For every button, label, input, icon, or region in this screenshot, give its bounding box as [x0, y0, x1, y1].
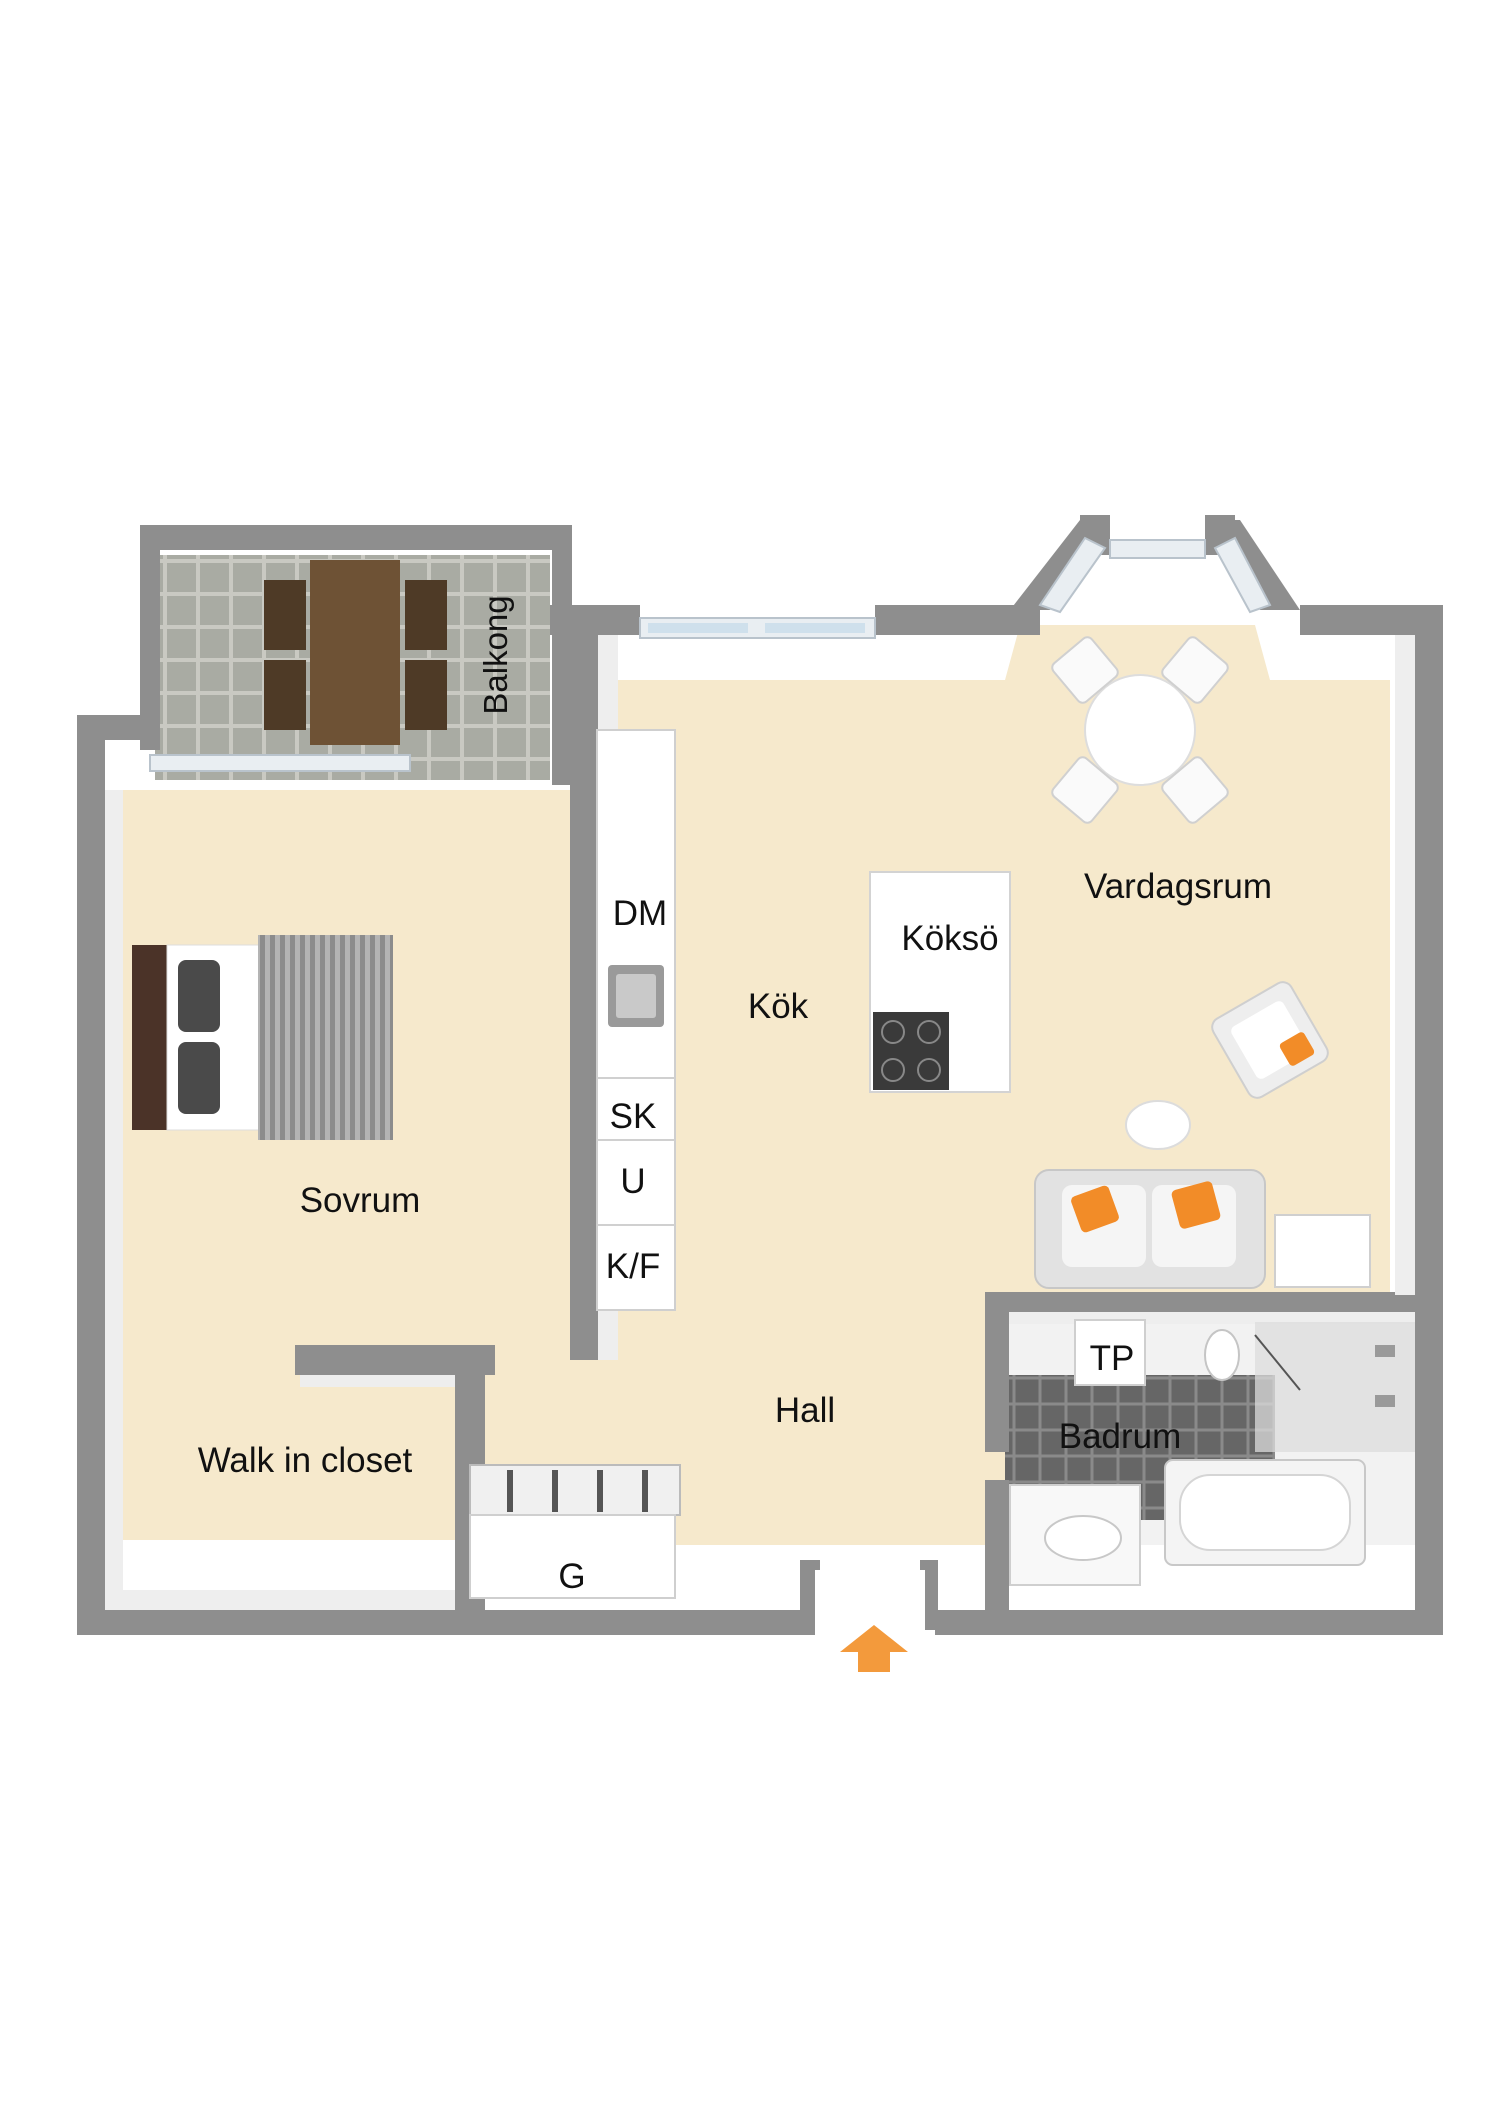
label-sovrum: Sovrum	[300, 1181, 421, 1220]
label-badrum: Badrum	[1059, 1417, 1182, 1456]
wall-balkong-top	[140, 525, 570, 550]
dining-set-round	[1051, 636, 1229, 824]
label-kok: Kök	[748, 987, 809, 1026]
wall-kitchen-partition	[570, 625, 598, 1360]
window-icon	[149, 754, 411, 772]
stove-icon	[873, 1012, 949, 1090]
shower-icon	[1254, 1322, 1415, 1452]
bath-sink-icon	[1009, 1484, 1141, 1586]
side-table	[1125, 1100, 1191, 1150]
window-icon	[1213, 536, 1272, 614]
label-kokso: Köksö	[901, 919, 998, 958]
window-icon	[1038, 536, 1107, 614]
toilet-icon	[1204, 1329, 1240, 1381]
label-walk-in-closet: Walk in closet	[198, 1441, 413, 1480]
wall-bay-left	[1010, 520, 1100, 610]
tp-box	[1074, 1319, 1146, 1386]
label-u: U	[620, 1162, 645, 1201]
sofa-icon	[1034, 1169, 1266, 1289]
wall-bath-left	[985, 1292, 1009, 1452]
entrance-arrow-icon	[840, 1625, 908, 1672]
label-kf: K/F	[606, 1247, 660, 1286]
wall-balkong-right	[552, 525, 572, 785]
label-balkong: Balkong	[477, 595, 514, 714]
cabinet	[1274, 1214, 1371, 1288]
armchair-icon	[1211, 981, 1329, 1099]
wall-top-right	[1300, 605, 1440, 635]
windows	[149, 536, 1272, 772]
wall-bay-right	[1220, 520, 1300, 610]
kitchen-island	[869, 871, 1011, 1093]
floor-closet	[150, 1365, 450, 1540]
kitchen-counter	[596, 729, 676, 1311]
wall-left	[77, 715, 105, 1630]
walls	[77, 515, 1443, 1635]
bed-icon	[132, 935, 393, 1140]
wall-right	[1415, 605, 1443, 1635]
label-vardagsrum: Vardagsrum	[1084, 867, 1272, 906]
wall-balkong-left	[140, 525, 160, 750]
wall-bath-left-low	[985, 1480, 1009, 1635]
wall-bottom-right	[935, 1610, 1440, 1635]
entrance-door-gap	[815, 1570, 925, 1635]
window-icon	[1109, 539, 1206, 559]
wall-bottom	[77, 1610, 817, 1635]
label-sk: SK	[610, 1097, 657, 1136]
label-hall: Hall	[775, 1391, 835, 1430]
label-tp: TP	[1090, 1339, 1135, 1378]
wall-top-sovrum	[77, 715, 157, 740]
g-cabinet	[469, 1514, 676, 1599]
label-g: G	[558, 1557, 585, 1596]
dining-table-icon	[264, 560, 447, 745]
label-dm: DM	[613, 894, 667, 933]
wall-bath-top	[985, 1292, 1415, 1312]
bathtub-icon	[1164, 1459, 1366, 1566]
radiator-icon	[469, 1464, 681, 1516]
